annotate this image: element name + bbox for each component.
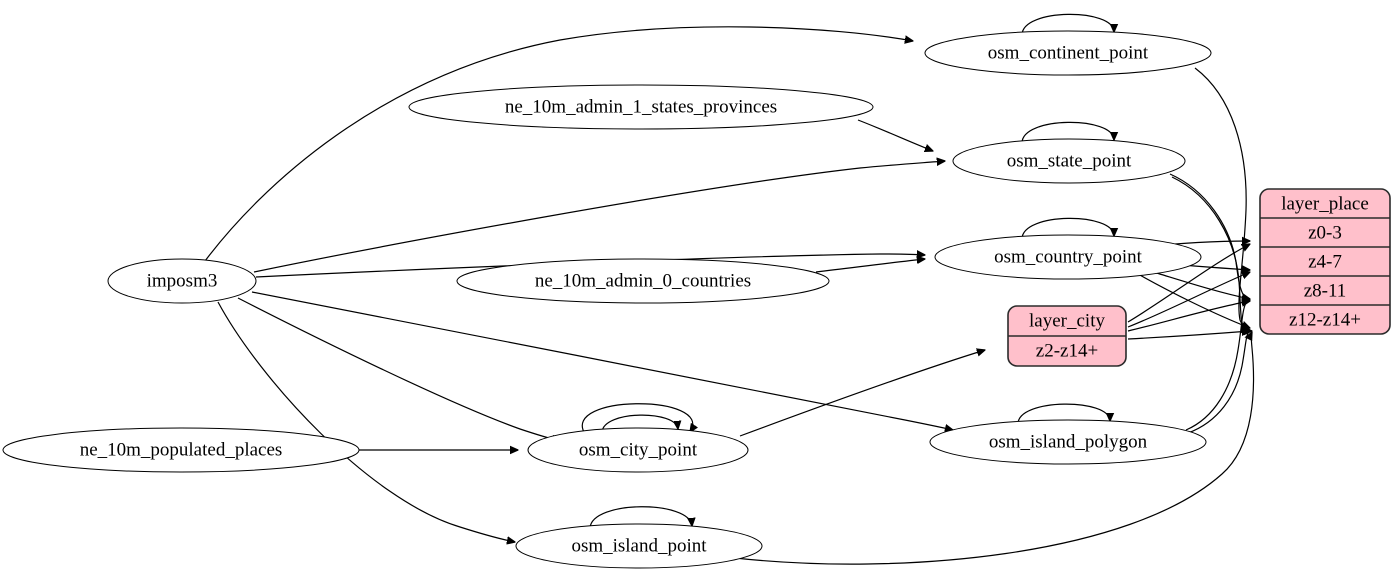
- node-label-osm-state-point: osm_state_point: [1007, 150, 1132, 171]
- selfloop-osm-state-point: [1021, 121, 1114, 144]
- edge-osm-country-point-to-layer-place-z8b: [1149, 270, 1250, 299]
- node-label-ne-populated: ne_10m_populated_places: [80, 439, 283, 460]
- edge-layer-city-to-layer-place-z4: [1127, 272, 1250, 328]
- edge-osm-country-point-to-layer-place-z12c: [1137, 273, 1250, 328]
- selfloop-osm-city-point-inner: [601, 414, 678, 433]
- edge-osm-island-polygon-to-layer-place-z12e: [1187, 331, 1252, 434]
- edge-layer-city-to-layer-place-z8c: [1127, 301, 1250, 332]
- edge-imposm3-to-osm-island-point: [217, 301, 515, 542]
- edge-ne-states-to-osm-state-point: [857, 119, 933, 151]
- edge-imposm3-to-osm-country-point: [255, 254, 925, 278]
- node-label-ne-countries: ne_10m_admin_0_countries: [535, 270, 751, 291]
- edge-imposm3-to-osm-city-point: [237, 297, 560, 441]
- edge-layer: [204, 13, 1255, 565]
- selfloop-osm-city-point-outer: [581, 403, 692, 435]
- record-row-layer-place-z4-7[interactable]: z4-7: [1308, 251, 1342, 272]
- edge-osm-island-polygon-to-layer-place-z8d: [1185, 301, 1250, 431]
- node-osm-island-point[interactable]: osm_island_point: [515, 523, 763, 569]
- node-ne-10m-admin-0-countries[interactable]: ne_10m_admin_0_countries: [456, 258, 830, 304]
- node-osm-continent-point[interactable]: osm_continent_point: [924, 30, 1212, 76]
- node-label-ne-states: ne_10m_admin_1_states_provinces: [505, 96, 777, 117]
- record-title-layer-place: layer_place: [1281, 193, 1369, 214]
- edge-osm-city-point-to-layer-city: [739, 350, 985, 437]
- edge-imposm3-to-osm-continent-point: [204, 26, 913, 262]
- selfloop-osm-island-point: [589, 506, 692, 529]
- node-osm-city-point[interactable]: osm_city_point: [527, 427, 749, 473]
- node-label-imposm3: imposm3: [147, 270, 218, 291]
- selfloop-osm-continent-point: [1021, 13, 1114, 36]
- node-label-osm-continent-point: osm_continent_point: [988, 42, 1149, 63]
- record-layer-place[interactable]: layer_place z0-3 z4-7 z8-11 z12-z14+: [1259, 188, 1391, 335]
- record-title-layer-city: layer_city: [1029, 310, 1105, 331]
- record-layer: layer_place z0-3 z4-7 z8-11 z12-z14+ lay…: [1007, 188, 1391, 367]
- selfloop-osm-country-point: [1021, 217, 1114, 240]
- node-label-osm-island-polygon: osm_island_polygon: [989, 431, 1148, 452]
- edge-ne-countries-to-osm-country-point: [815, 259, 925, 273]
- node-osm-country-point[interactable]: osm_country_point: [934, 234, 1202, 280]
- node-layer: imposm3 ne_10m_admin_1_states_provinces …: [2, 30, 1212, 569]
- selfloop-osm-island-polygon: [1017, 403, 1110, 425]
- edge-layer-city-to-layer-place-z0: [1127, 244, 1250, 323]
- node-ne-10m-admin-1-states-provinces[interactable]: ne_10m_admin_1_states_provinces: [408, 84, 874, 130]
- node-ne-10m-populated-places[interactable]: ne_10m_populated_places: [2, 427, 360, 473]
- node-osm-state-point[interactable]: osm_state_point: [952, 138, 1186, 184]
- record-row-layer-place-z12-z14[interactable]: z12-z14+: [1289, 309, 1361, 330]
- record-layer-city[interactable]: layer_city z2-z14+: [1007, 305, 1127, 367]
- edge-layer-city-to-layer-place-z12d: [1127, 331, 1250, 340]
- node-imposm3[interactable]: imposm3: [107, 258, 257, 304]
- edge-osm-island-point-to-layer-place-z12f: [734, 332, 1255, 565]
- node-osm-island-polygon[interactable]: osm_island_polygon: [929, 419, 1207, 465]
- record-row-layer-place-z8-11[interactable]: z8-11: [1304, 280, 1347, 301]
- record-row-layer-city-z2-z14[interactable]: z2-z14+: [1036, 340, 1098, 361]
- node-label-osm-city-point: osm_city_point: [579, 439, 698, 460]
- edge-imposm3-to-osm-island-polygon: [251, 291, 953, 430]
- edge-imposm3-to-osm-state-point: [253, 161, 945, 273]
- node-label-osm-island-point: osm_island_point: [571, 535, 707, 556]
- record-row-layer-place-z0-3[interactable]: z0-3: [1308, 222, 1342, 243]
- node-label-osm-country-point: osm_country_point: [994, 246, 1142, 267]
